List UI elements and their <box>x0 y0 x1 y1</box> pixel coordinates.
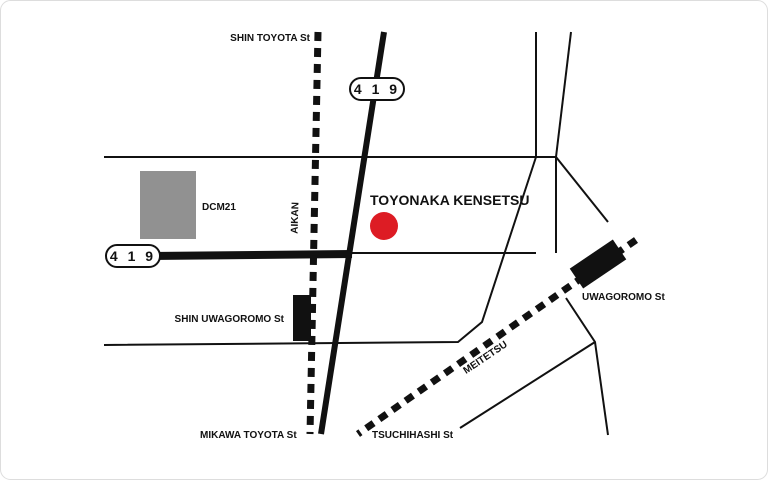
minor-roads <box>103 31 609 436</box>
uwagoromo-station-label: UWAGOROMO St <box>582 292 665 303</box>
road-northeast-diagonal <box>555 156 609 223</box>
road-north-right <box>555 31 572 158</box>
route-419-shield-left: 4 1 9 <box>105 244 161 268</box>
aikan-label: AIKAN <box>289 202 301 234</box>
dcm21-building <box>140 171 196 239</box>
destination-label: TOYONAKA KENSETSU <box>370 192 529 208</box>
shin-toyota-station-label: SHIN TOYOTA St <box>230 33 310 44</box>
aikan-railway <box>306 31 322 435</box>
uwagoromo-station-block <box>569 239 627 289</box>
route-419-number-left: 4 1 9 <box>110 248 156 264</box>
destination-marker <box>370 212 398 240</box>
road-south-curve <box>103 156 537 346</box>
road-tsuchihashi-branch <box>459 341 596 429</box>
tsuchihashi-station-label: TSUCHIHASHI St <box>372 430 454 441</box>
dcm21-label: DCM21 <box>202 202 236 213</box>
shin-uwagoromo-station-label: SHIN UWAGOROMO St <box>175 314 285 325</box>
route-419-horizontal <box>149 250 353 260</box>
shin-uwagoromo-station-block <box>293 295 311 341</box>
route-419-shield-top: 4 1 9 <box>349 77 405 101</box>
mikawa-toyota-station-label: MIKAWA TOYOTA St <box>200 430 297 441</box>
route-419-number-top: 4 1 9 <box>354 81 400 97</box>
